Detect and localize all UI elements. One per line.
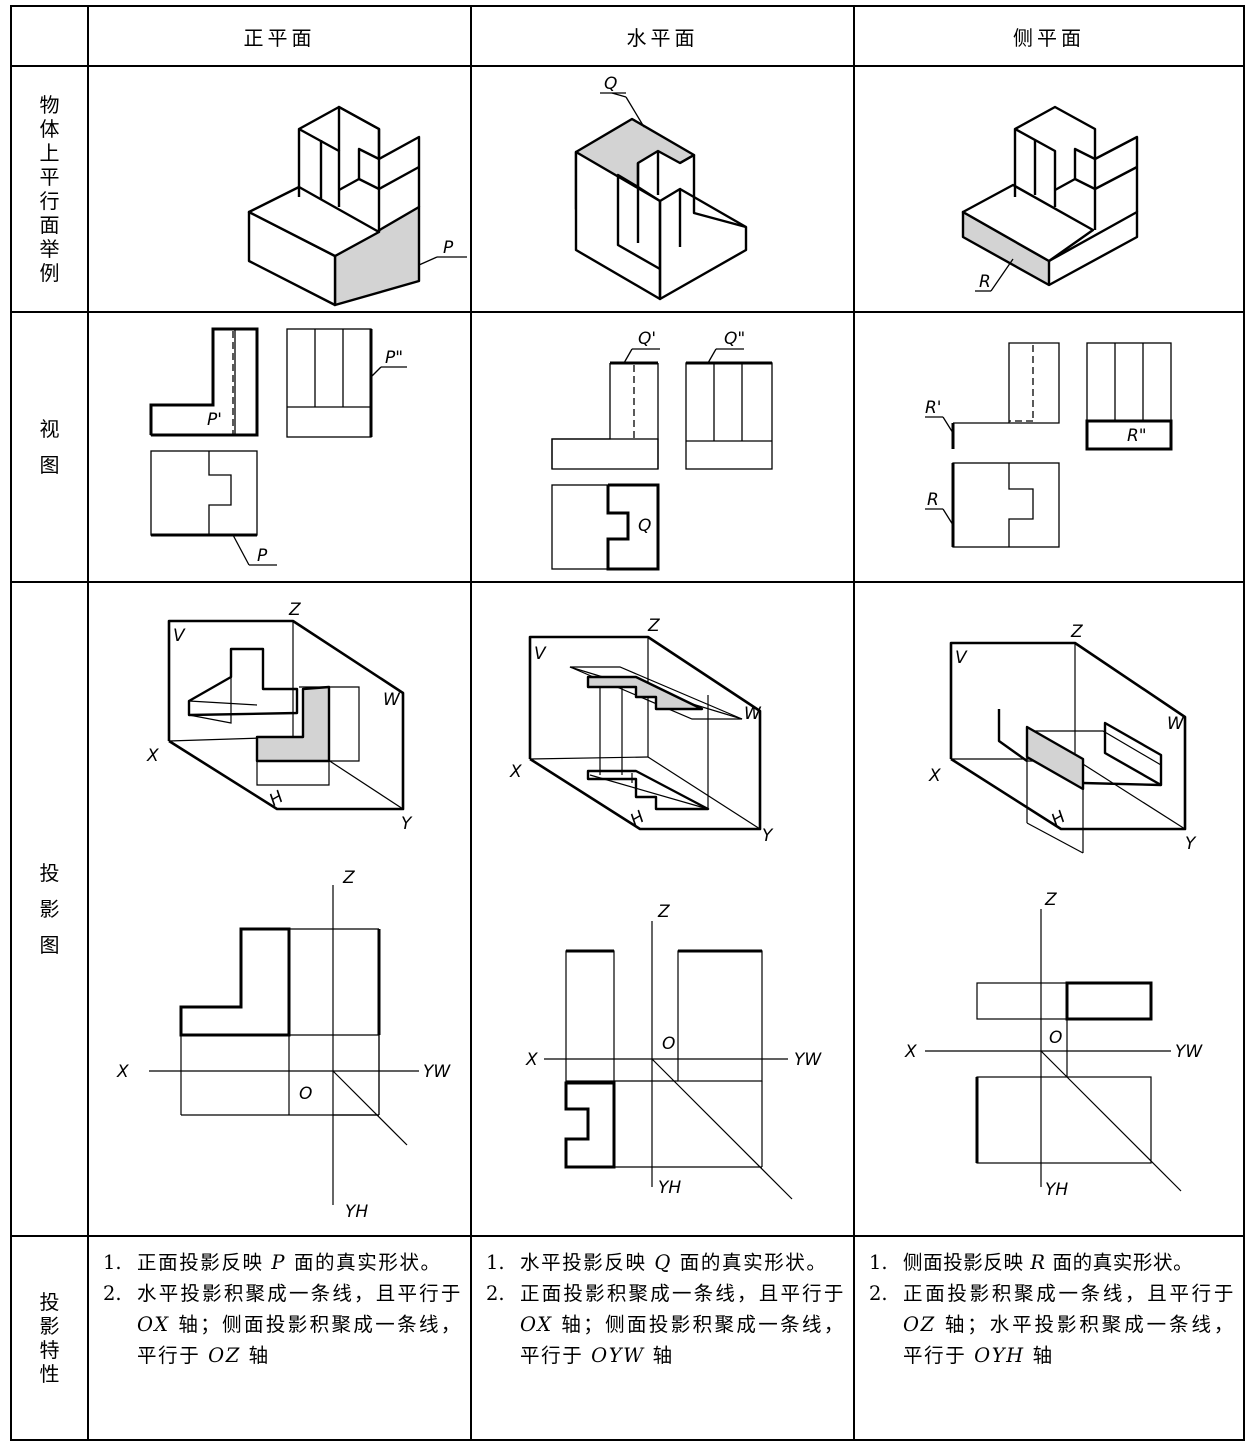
axis-z-label-3d: Z <box>647 616 660 636</box>
origin-label: O <box>299 1084 312 1104</box>
label-r: R <box>979 272 991 292</box>
note-horizontal-1: 1. 水平投影反映 Q 面的真实形状。 <box>486 1251 828 1274</box>
corner-cell <box>10 5 89 67</box>
note-front-2: 2. 水平投影积聚成一条线，且平行于 OX 轴；侧面投影积聚成一条线，平行于 O… <box>103 1282 462 1367</box>
views-front-cell: P" P' P <box>87 311 472 583</box>
views-r: R' R" R <box>925 342 1173 548</box>
label-p-side: P" <box>385 348 403 368</box>
note-side-1: 1. 侧面投影反映 R 面的真实形状。 <box>869 1251 1194 1274</box>
solid-q-illustration: Q <box>574 74 748 301</box>
label-r-side: R" <box>1127 426 1147 446</box>
projection-horizontal-cell: V Z W X Y H <box>470 581 855 1237</box>
face-r-shaded-proj <box>1025 725 1085 791</box>
projection-q: V Z W X Y H <box>509 616 822 1200</box>
axis-w-label: W <box>383 690 401 710</box>
axis-x-label-3d: X <box>146 746 159 766</box>
solid-p-illustration: P <box>247 105 467 307</box>
axis-yw-label: YW <box>794 1050 822 1070</box>
label-q: Q <box>604 74 617 94</box>
axis-x-label-3d: X <box>928 766 941 786</box>
label-p-front: P' <box>207 410 222 430</box>
projection-row: 投影图 <box>10 581 1245 1237</box>
label-q-top: Q <box>638 516 651 536</box>
properties-front-cell: 1. 正面投影反映 P 面的真实形状。 2. 水平投影积聚成一条线，且平行于 O… <box>87 1235 472 1441</box>
axis-h-label: H <box>1048 807 1069 831</box>
properties-side-cell: 1. 侧面投影反映 R 面的真实形状。 2. 正面投影积聚成一条线，且平行于 O… <box>853 1235 1245 1441</box>
axis-yh-label: YH <box>1045 1180 1068 1200</box>
axis-x-label: X <box>904 1042 917 1062</box>
origin-label: O <box>662 1034 675 1054</box>
axis-x-label: X <box>116 1062 129 1082</box>
axis-yh-label: YH <box>345 1202 368 1222</box>
views-q: Q' Q" Q <box>551 329 773 571</box>
axis-h-label: H <box>266 787 287 811</box>
example-side-cell: R <box>853 65 1245 313</box>
projection-p: V Z W X Y H <box>116 600 451 1222</box>
axis-yw-label: YW <box>1175 1042 1203 1062</box>
label-p: P <box>443 238 454 258</box>
axis-x-label-3d: X <box>509 762 522 782</box>
axis-v-label: V <box>534 644 547 664</box>
axis-z-label: Z <box>657 902 670 922</box>
label-p-top: P <box>257 546 268 566</box>
label-q-front: Q' <box>638 329 656 349</box>
axis-z-label: Z <box>1044 890 1057 910</box>
views-side-cell: R' R" R <box>853 311 1245 583</box>
col-header-horizontal: 水平面 <box>470 5 855 67</box>
note-horizontal-2: 2. 正面投影积聚成一条线，且平行于 OX 轴；侧面投影积聚成一条线，平行于 O… <box>486 1282 845 1367</box>
axis-x-label: X <box>525 1050 538 1070</box>
row-label-example: 物体上平行面举例 <box>10 65 89 313</box>
projection-side-cell: V Z W X Y H Z <box>853 581 1245 1237</box>
origin-label: O <box>1049 1028 1062 1048</box>
row-label-projection: 投影图 <box>10 581 89 1237</box>
axis-w-label: W <box>1167 714 1185 734</box>
label-r-top: R <box>927 490 939 510</box>
axis-yw-label: YW <box>423 1062 451 1082</box>
note-front-1: 1. 正面投影反映 P 面的真实形状。 <box>103 1251 442 1274</box>
plane-table: 正平面 水平面 侧平面 物体上平行面举例 <box>10 5 1245 1441</box>
properties-horizontal-cell: 1. 水平投影反映 Q 面的真实形状。 2. 正面投影积聚成一条线，且平行于 O… <box>470 1235 855 1441</box>
axis-h-label: H <box>627 807 648 831</box>
views-row: 视图 P" <box>10 311 1245 583</box>
face-p-shaded-proj <box>255 685 331 763</box>
axis-y-label-3d: Y <box>762 826 774 846</box>
example-row: 物体上平行面举例 <box>10 65 1245 313</box>
face-q-shaded-proj <box>586 675 704 711</box>
example-horizontal-cell: Q <box>470 65 855 313</box>
col-header-front: 正平面 <box>87 5 472 67</box>
axis-v-label: V <box>955 648 968 668</box>
col-header-side: 侧平面 <box>853 5 1245 67</box>
axis-z-label-3d: Z <box>1070 622 1083 642</box>
row-label-properties: 投影特性 <box>10 1235 89 1441</box>
projection-r: V Z W X Y H Z <box>904 622 1203 1200</box>
solid-r-illustration: R <box>961 105 1139 292</box>
note-side-2: 2. 正面投影积聚成一条线，且平行于 OZ 轴；水平投影积聚成一条线，平行于 O… <box>869 1282 1235 1367</box>
views-horizontal-cell: Q' Q" Q <box>470 311 855 583</box>
axis-y-label-3d: Y <box>401 814 413 834</box>
axis-w-label: W <box>744 704 762 724</box>
axis-z-label: Z <box>342 868 355 888</box>
row-label-views: 视图 <box>10 311 89 583</box>
axis-yh-label: YH <box>658 1178 681 1198</box>
label-q-side: Q" <box>724 329 745 349</box>
example-front-cell: P <box>87 65 472 313</box>
projection-front-cell: V Z W X Y H <box>87 581 472 1237</box>
properties-row: 投影特性 1. 正面投影反映 P 面的真实形状。 2. 水平投影积聚成一条线，且… <box>10 1235 1245 1441</box>
header-row: 正平面 水平面 侧平面 <box>10 5 1245 67</box>
views-p: P" P' P <box>149 327 407 566</box>
label-r-front: R' <box>925 398 942 418</box>
axis-y-label-3d: Y <box>1185 834 1197 854</box>
axis-z-label-3d: Z <box>288 600 301 620</box>
axis-v-label: V <box>173 626 186 646</box>
